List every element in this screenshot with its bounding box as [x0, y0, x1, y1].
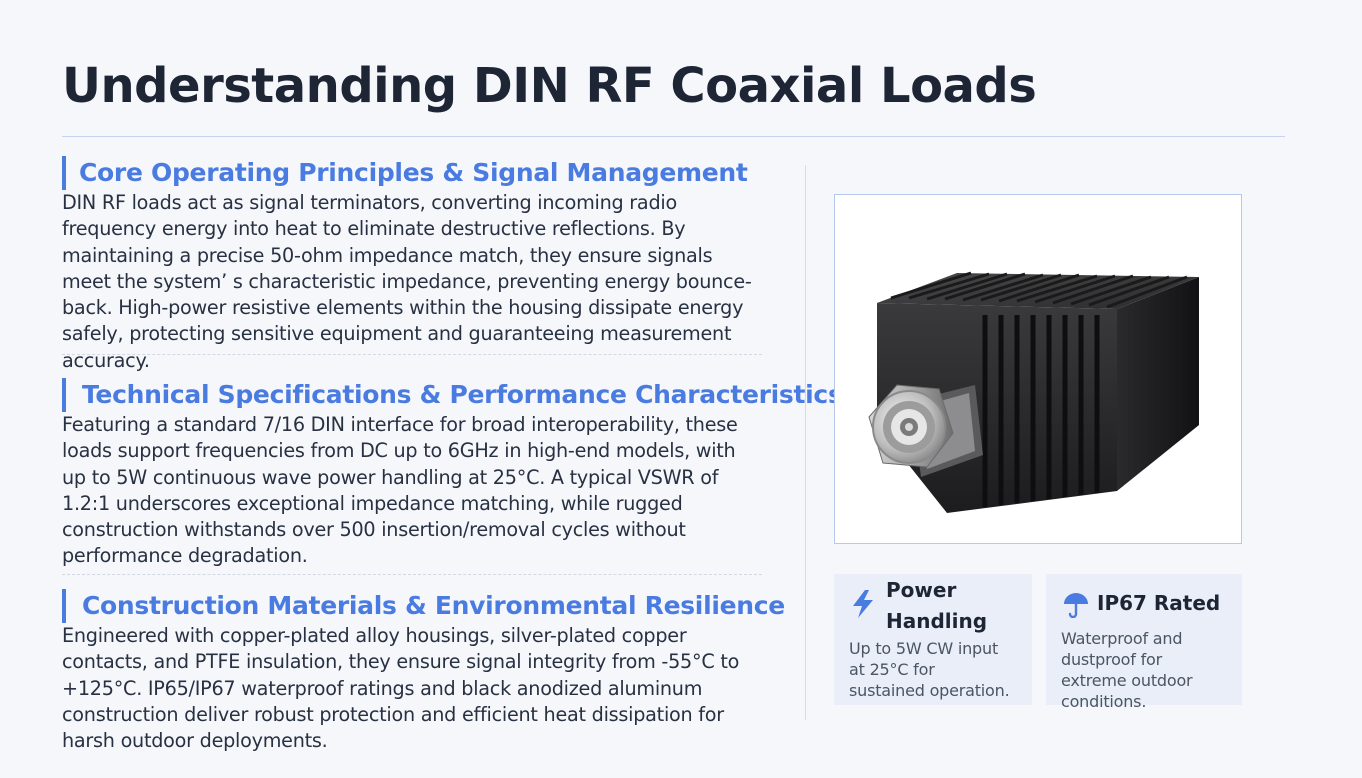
section-body: DIN RF loads act as signal terminators, … — [62, 190, 752, 374]
card-title-line: Handling — [886, 609, 988, 633]
card-title: Power Handling — [886, 575, 987, 637]
umbrella-icon — [1064, 593, 1088, 618]
card-text-line: at 25°C for — [849, 660, 935, 679]
body-line: up to 5W continuous wave power handling … — [62, 465, 719, 489]
feature-card-power-handling: Power Handling Up to 5W CW input at 25°C… — [834, 574, 1032, 705]
card-text-line: conditions. — [1061, 692, 1147, 711]
section-divider — [62, 574, 762, 575]
card-text-line: extreme outdoor — [1061, 671, 1193, 690]
page-title: Understanding DIN RF Coaxial Loads — [62, 58, 1037, 114]
title-divider — [62, 136, 1285, 137]
card-text-line: Up to 5W CW input — [849, 639, 999, 658]
body-line: +125°C. IP65/IP67 waterproof ratings and… — [62, 676, 703, 700]
product-image — [834, 194, 1242, 544]
card-description: Waterproof and dustproof for extreme out… — [1061, 628, 1193, 712]
card-text-line: Waterproof and — [1061, 629, 1183, 648]
lightning-bolt-icon — [853, 590, 873, 618]
card-text-line: dustproof for — [1061, 650, 1162, 669]
body-line: accuracy. — [62, 348, 150, 372]
section-heading: Core Operating Principles & Signal Manag… — [62, 156, 752, 190]
rf-load-illustration — [868, 271, 1199, 513]
section-technical-specs: Technical Specifications & Performance C… — [62, 378, 843, 570]
section-construction-materials: Construction Materials & Environmental R… — [62, 589, 785, 754]
section-divider — [62, 354, 762, 355]
card-title-line: Power — [886, 578, 957, 602]
body-line: safely, protecting sensitive equipment a… — [62, 322, 732, 346]
body-line: maintaining a precise 50-ohm impedance m… — [62, 243, 713, 267]
card-description: Up to 5W CW input at 25°C for sustained … — [849, 638, 1010, 701]
section-body: Featuring a standard 7/16 DIN interface … — [62, 412, 843, 570]
body-line: contacts, and PTFE insulation, they ensu… — [62, 650, 740, 674]
body-line: back. High-power resistive elements with… — [62, 296, 744, 320]
column-divider — [805, 165, 806, 720]
feature-card-ip67: IP67 Rated Waterproof and dustproof for … — [1046, 574, 1242, 711]
body-line: loads support frequencies from DC up to … — [62, 439, 736, 463]
card-text-line: sustained operation. — [849, 681, 1010, 700]
body-line: 1.2:1 underscores exceptional impedance … — [62, 491, 683, 515]
body-line: performance degradation. — [62, 544, 308, 568]
section-body: Engineered with copper-plated alloy hous… — [62, 623, 785, 754]
card-title-line: IP67 Rated — [1097, 591, 1221, 615]
body-line: DIN RF loads act as signal terminators, … — [62, 191, 677, 214]
section-core-principles: Core Operating Principles & Signal Manag… — [62, 156, 752, 374]
card-title: IP67 Rated — [1097, 588, 1220, 619]
body-line: frequency energy into heat to eliminate … — [62, 217, 686, 241]
section-heading: Construction Materials & Environmental R… — [62, 589, 785, 623]
section-heading: Technical Specifications & Performance C… — [62, 378, 843, 412]
body-line: Engineered with copper-plated alloy hous… — [62, 624, 687, 647]
body-line: harsh outdoor deployments. — [62, 729, 328, 753]
body-line: meet the system’ s characteristic impeda… — [62, 269, 752, 293]
body-line: construction withstands over 500 inserti… — [62, 518, 686, 542]
body-line: Featuring a standard 7/16 DIN interface … — [62, 413, 738, 436]
body-line: construction deliver robust protection a… — [62, 702, 724, 726]
